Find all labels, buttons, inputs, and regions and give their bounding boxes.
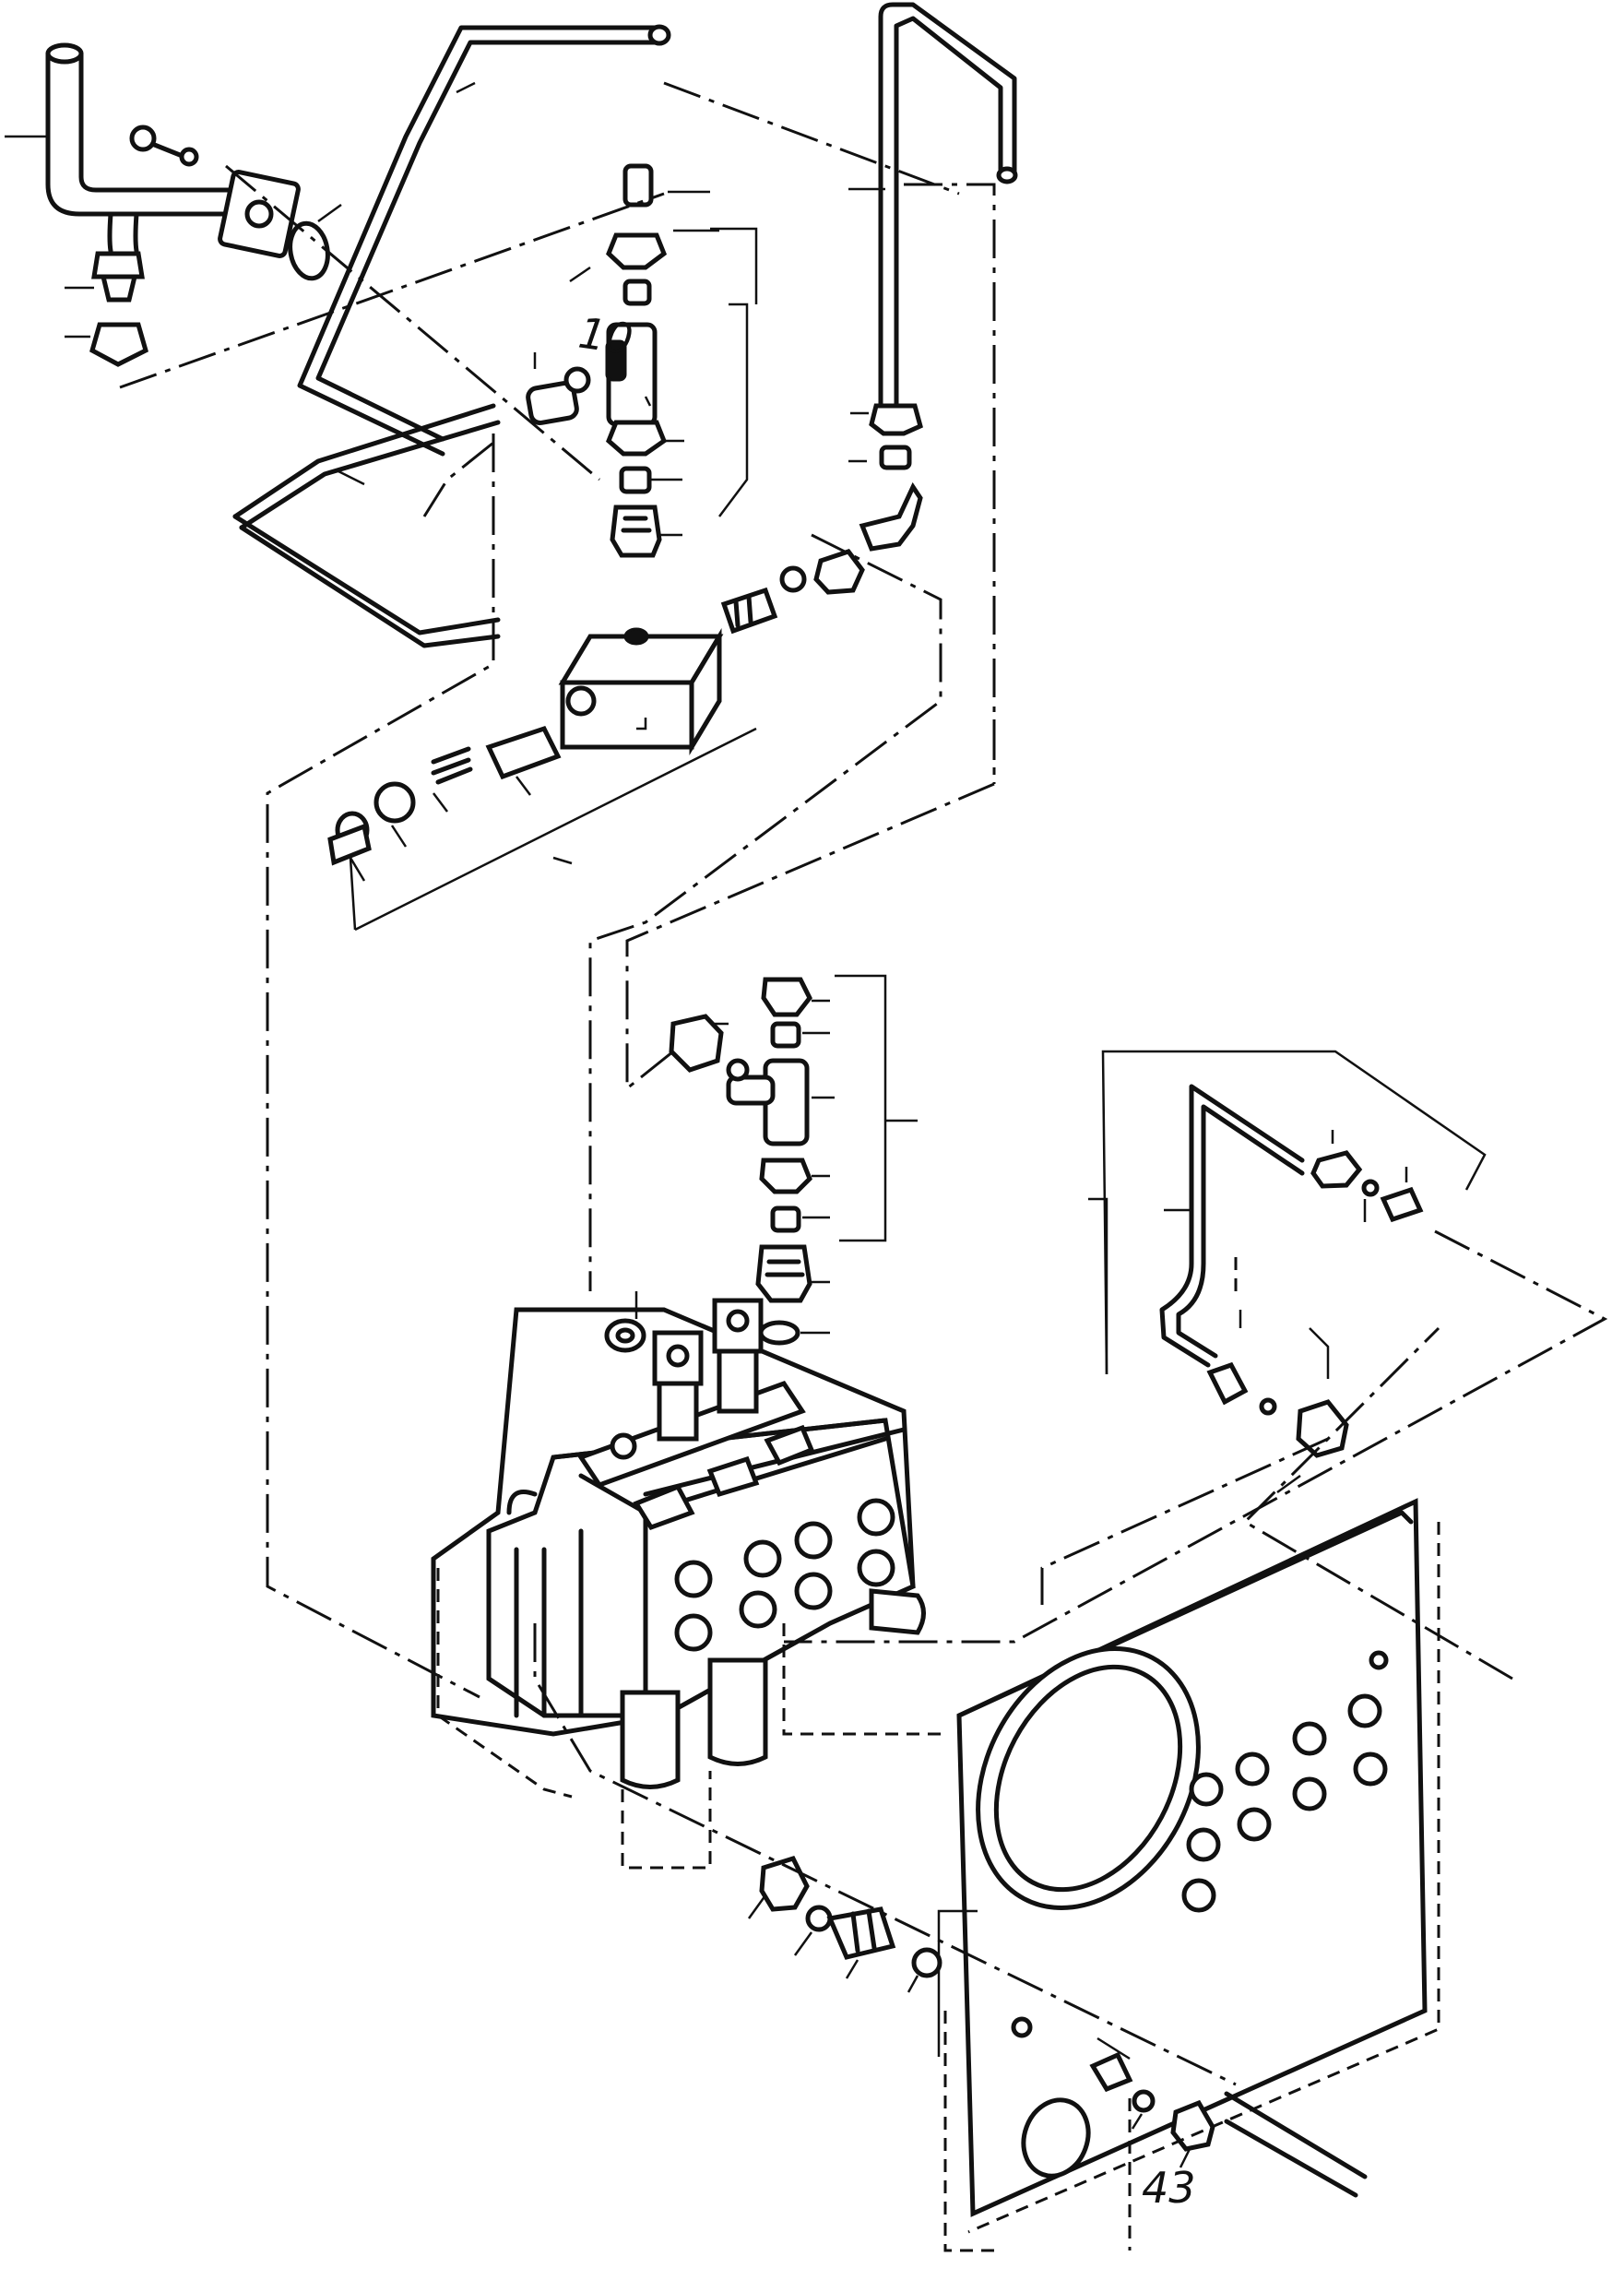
tee-fitting-upper [526, 163, 758, 558]
small-bent-tube [1088, 1084, 1424, 1494]
callout-10: 10 [575, 308, 635, 365]
flange-o-ring [288, 203, 342, 281]
valve-cartridge [327, 725, 757, 932]
flow-centerlines [119, 81, 1608, 2086]
panel-plate [956, 1498, 1428, 2217]
tee-fitting-lower [669, 974, 918, 1346]
elbow-fitting-right [848, 403, 923, 552]
callout-43: 43 [1142, 2163, 1196, 2213]
valve-block [558, 627, 724, 756]
flange-bolt [129, 125, 199, 167]
union-nut-left [65, 251, 148, 367]
bent-tube-top [232, 24, 671, 648]
spool-yokes [652, 1298, 764, 1442]
bottom-fittings [747, 1855, 1215, 2168]
short-dashed-outlines [436, 1254, 1440, 2252]
elbow-pipe-flange [5, 42, 301, 258]
port-washer-left [604, 1291, 646, 1353]
bracket-upper-right [1101, 1050, 1487, 1375]
vertical-tube-right [848, 2, 1018, 409]
straight-adapter-right [720, 549, 865, 635]
